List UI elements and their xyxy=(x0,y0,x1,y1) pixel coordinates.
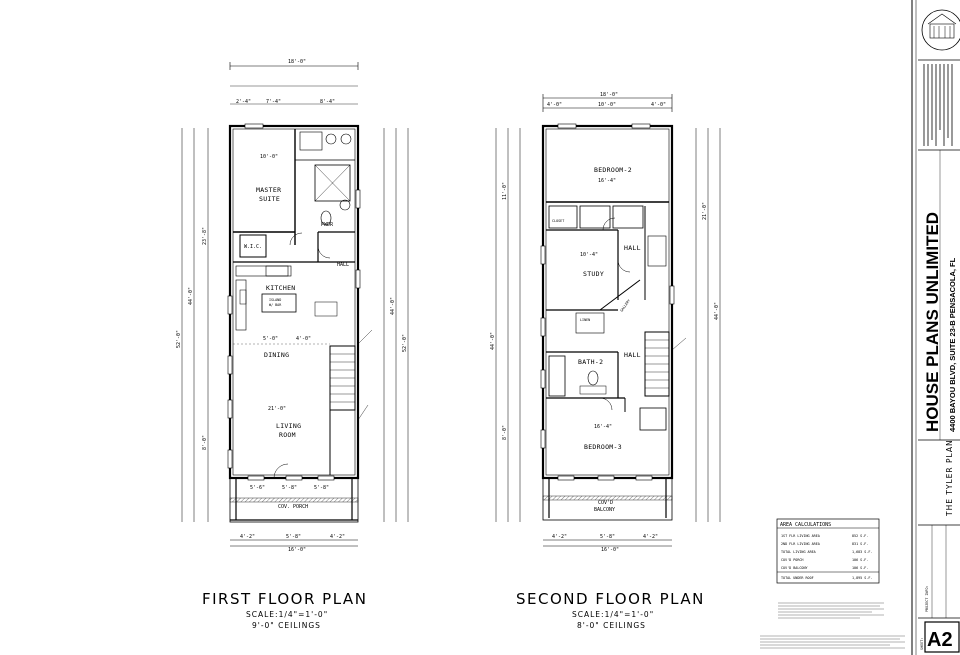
first-floor-scale: SCALE:1/4"=1'-0" xyxy=(246,610,328,619)
sf-porch-width: 16'-0" xyxy=(601,547,619,553)
title-block xyxy=(911,0,960,655)
sf-overall-depth: 44'-0" xyxy=(490,332,496,350)
svg-text:21'-0": 21'-0" xyxy=(702,202,708,220)
first-floor-ceilings: 9'-0" CEILINGS xyxy=(252,621,321,630)
second-floor-ceilings: 8'-0" CEILINGS xyxy=(577,621,646,630)
svg-text:5'-8": 5'-8" xyxy=(600,534,615,540)
ff-master: MASTER xyxy=(256,186,281,194)
second-floor-labels: 18'-0" 4'-0" 10'-0" 4'-0" 44'-0" 11'-0" … xyxy=(490,92,720,553)
area-row-2-value: 831 S.F. xyxy=(852,542,868,546)
ff-suite: SUITE xyxy=(259,195,280,203)
svg-text:52'-0": 52'-0" xyxy=(402,334,408,352)
ff-dining: DINING xyxy=(264,351,289,359)
area-row-3-value: 1,683 S.F. xyxy=(852,550,872,554)
area-row-4-value: 106 S.F. xyxy=(852,558,868,562)
sf-gallery: GALLERY xyxy=(620,299,631,313)
svg-text:4'-2": 4'-2" xyxy=(643,534,658,540)
first-floor-title: FIRST FLOOR PLAN xyxy=(202,590,367,608)
svg-text:4'-0": 4'-0" xyxy=(296,336,311,342)
sf-overall-width: 18'-0" xyxy=(600,92,618,98)
ff-island: ISLAND xyxy=(269,298,281,302)
second-floor-title: SECOND FLOOR PLAN xyxy=(516,590,705,608)
svg-text:44'-0": 44'-0" xyxy=(390,297,396,315)
svg-text:5'-0": 5'-0" xyxy=(263,336,278,342)
svg-text:44'-0": 44'-0" xyxy=(714,302,720,320)
svg-text:10'-0": 10'-0" xyxy=(598,102,616,108)
svg-text:8'-0": 8'-0" xyxy=(202,435,208,450)
sf-balcony2: BALCONY xyxy=(594,507,615,513)
ff-overall-width: 18'-0" xyxy=(288,59,306,65)
area-row-5-value: 106 S.F. xyxy=(852,566,868,570)
sf-study: STUDY xyxy=(583,270,604,278)
ff-room: ROOM xyxy=(279,431,296,439)
svg-text:11'-0": 11'-0" xyxy=(502,182,508,200)
svg-text:5'-8": 5'-8" xyxy=(286,534,301,540)
svg-text:4'-2": 4'-2" xyxy=(240,534,255,540)
ff-porch-width: 16'-0" xyxy=(288,547,306,553)
company-logo xyxy=(921,9,960,51)
area-total-label: TOTAL UNDER ROOF xyxy=(781,576,814,580)
svg-text:2'-4": 2'-4" xyxy=(236,99,251,105)
area-calculations-table: AREA CALCULATIONS 1ST FLR LIVING AREA 85… xyxy=(776,518,880,584)
project-info: PROJECT INFO: xyxy=(925,585,929,612)
svg-text:44'-0": 44'-0" xyxy=(188,287,194,305)
company-name: HOUSE PLANS UNLIMITED xyxy=(923,212,942,432)
sf-bedroom3: BEDROOM-3 xyxy=(584,443,622,451)
area-heading: AREA CALCULATIONS xyxy=(780,522,831,528)
svg-text:8'-4": 8'-4" xyxy=(320,99,335,105)
ff-wic: W.I.C. xyxy=(244,244,262,250)
sf-hall2: HALL xyxy=(624,351,641,359)
area-row-2-label: 2ND FLR LIVING AREA xyxy=(781,542,820,546)
svg-text:4'-2": 4'-2" xyxy=(552,534,567,540)
ff-kitchen: KITCHEN xyxy=(266,284,296,292)
svg-text:5'-8": 5'-8" xyxy=(314,485,329,491)
sf-bath2: BATH-2 xyxy=(578,358,603,366)
second-floor-scale: SCALE:1/4"=1'-0" xyxy=(572,610,654,619)
sf-linen: LINEN xyxy=(580,318,590,322)
svg-text:16'-4": 16'-4" xyxy=(598,178,616,184)
ff-porch: COV. PORCH xyxy=(278,504,308,510)
sheet-number: A2 xyxy=(927,629,953,651)
sf-bedroom2: BEDROOM-2 xyxy=(594,166,632,174)
area-row-3-label: TOTAL LIVING AREA xyxy=(781,550,816,554)
ff-living: LIVING xyxy=(276,422,301,430)
area-total-value: 1,895 S.F. xyxy=(852,576,872,580)
svg-text:5'-6": 5'-6" xyxy=(250,485,265,491)
sf-hall: HALL xyxy=(624,244,641,252)
svg-text:10'-4": 10'-4" xyxy=(580,252,598,258)
svg-text:7'-4": 7'-4" xyxy=(266,99,281,105)
second-floor-plan xyxy=(495,94,721,547)
svg-text:8'-0": 8'-0" xyxy=(502,425,508,440)
first-floor-plan xyxy=(181,62,409,547)
plan-name: THE TYLER PLAN xyxy=(945,439,954,517)
sf-balcony: COV'D xyxy=(598,500,613,506)
svg-text:10'-0": 10'-0" xyxy=(260,154,278,160)
svg-text:5'-8": 5'-8" xyxy=(282,485,297,491)
area-row-1-value: 852 S.F. xyxy=(852,534,868,538)
ff-hall: HALL xyxy=(337,262,349,268)
svg-text:23'-8": 23'-8" xyxy=(202,227,208,245)
company-address: 4400 BAYOU BLVD, SUITE 23-B PENSACOLA, F… xyxy=(948,257,957,432)
area-row-4-label: COV'D PORCH xyxy=(781,558,803,562)
ff-bar: W/ BAR xyxy=(269,303,282,307)
svg-text:16'-4": 16'-4" xyxy=(594,424,612,430)
svg-text:4'-0": 4'-0" xyxy=(651,102,666,108)
svg-text:4'-0": 4'-0" xyxy=(547,102,562,108)
svg-text:21'-0": 21'-0" xyxy=(268,406,286,412)
ff-overall-depth: 52'-0" xyxy=(176,330,182,348)
ff-pwdr: PWDR xyxy=(321,222,334,228)
first-floor-labels: 18'-0" 2'-4" 7'-4" 8'-4" 52'-0" 44'-0" 2… xyxy=(176,59,408,553)
sheet-label: SHEET: xyxy=(920,638,924,650)
general-notes xyxy=(760,602,905,649)
area-row-1-label: 1ST FLR LIVING AREA xyxy=(781,534,820,538)
area-row-5-label: COV'D BALCONY xyxy=(781,566,808,570)
svg-text:4'-2": 4'-2" xyxy=(330,534,345,540)
sf-closet: CLOSET xyxy=(552,219,564,223)
